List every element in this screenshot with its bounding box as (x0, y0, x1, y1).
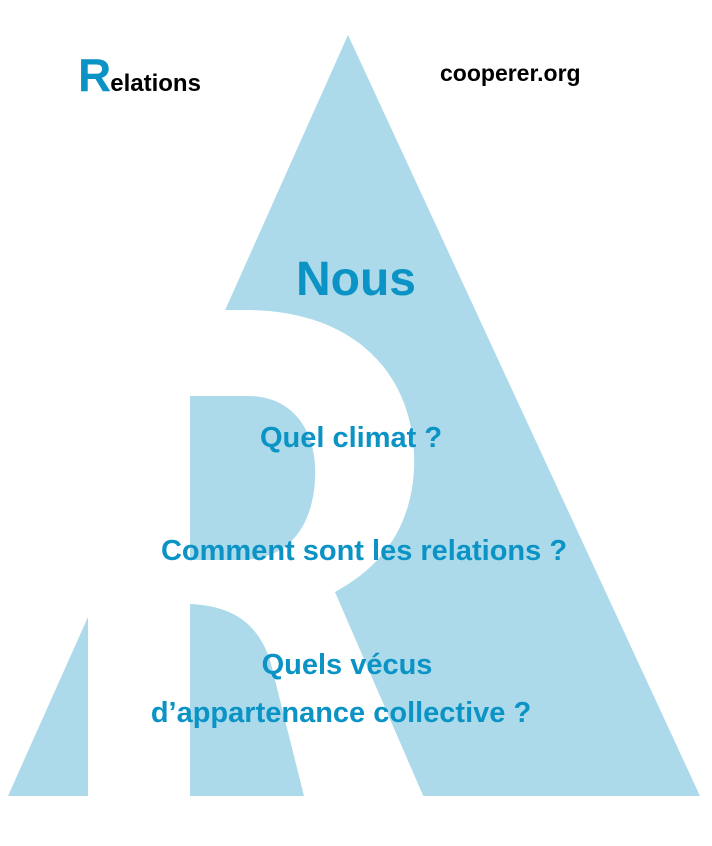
brand-initial: R (78, 49, 111, 101)
question-climate: Quel climat ? (259, 422, 443, 454)
question-belonging-line1: Quels vécus (261, 649, 433, 681)
site-url: cooperer.org (440, 60, 581, 86)
brand-title: Relations (78, 48, 201, 102)
main-title: Nous (296, 253, 416, 306)
r-letter-cutout (88, 310, 425, 800)
question-relations: Comment sont les relations ? (160, 535, 568, 567)
question-belonging-line2: d’appartenance collective ? (150, 697, 532, 729)
brand-rest: elations (110, 70, 201, 97)
